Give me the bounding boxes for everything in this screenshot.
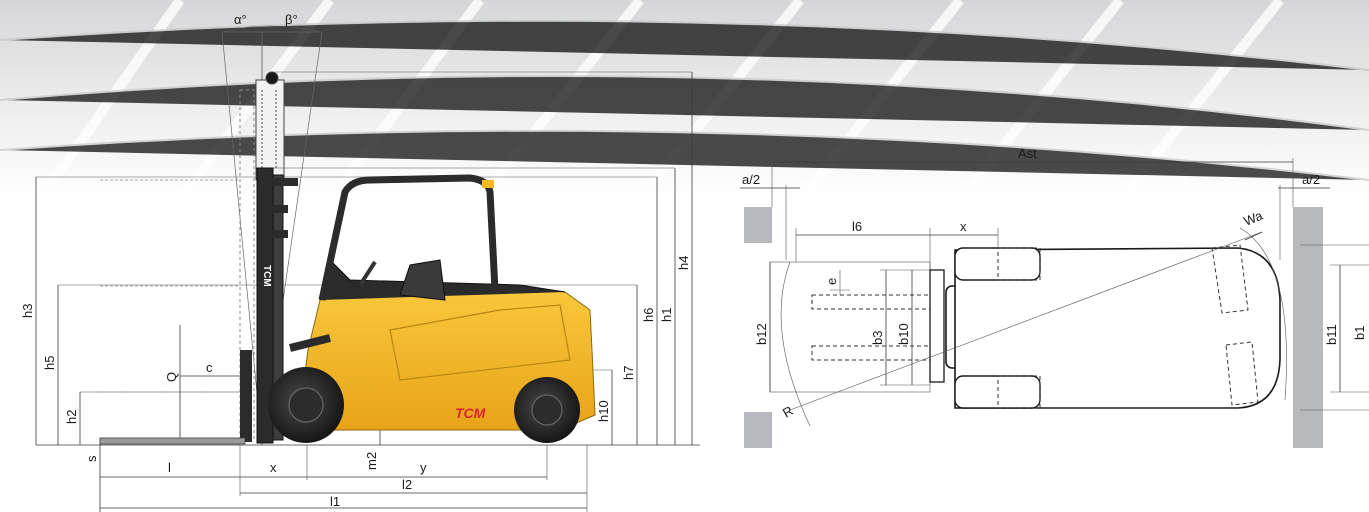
mast-brand-text: TCM [261, 265, 272, 287]
label-b11: b11 [1324, 324, 1339, 345]
label-c: c [206, 360, 213, 375]
side-view: TCM TCM α° β° h3 h5 h2 Q c s l x m2 y l2… [20, 12, 700, 512]
carriage-top-view [929, 269, 945, 383]
label-h10: h10 [596, 400, 611, 422]
right-wall [1293, 207, 1323, 448]
truck-top-outline [954, 247, 1281, 409]
warehouse-roof-background [0, 0, 1369, 204]
label-beta: β° [285, 12, 298, 27]
label-l2: l2 [402, 477, 412, 492]
label-h6: h6 [641, 308, 656, 322]
label-a2-right: a/2 [1302, 172, 1320, 187]
label-l: l [168, 460, 171, 475]
extended-mast [239, 71, 285, 441]
label-l6: l6 [852, 219, 862, 234]
label-h7: h7 [621, 366, 636, 380]
label-Wa: Wa [1242, 207, 1266, 228]
label-h2: h2 [64, 410, 79, 424]
label-a2-left: a/2 [742, 172, 760, 187]
fork-left-top-view [811, 294, 933, 310]
label-h4: h4 [676, 256, 691, 270]
label-b1: b1 [1352, 326, 1367, 340]
label-x-top: x [960, 219, 967, 234]
label-alpha: α° [234, 12, 247, 27]
label-s: s [84, 455, 99, 462]
turning-arc-R [780, 261, 811, 427]
turning-arc-Wa [1239, 227, 1287, 401]
top-view: Ast a/2 a/2 l6 x Wa e b12 b3 b10 b11 b1 … [740, 146, 1369, 448]
label-Q: Q [164, 372, 179, 382]
label-h1: h1 [659, 308, 674, 322]
label-e: e [824, 278, 839, 285]
turning-diagonal [789, 231, 1263, 411]
left-wall-top [744, 207, 772, 243]
label-h5: h5 [42, 356, 57, 370]
left-wall-bottom [744, 412, 772, 448]
label-m2: m2 [364, 452, 379, 470]
forklift-truck: TCM TCM [99, 167, 596, 445]
seat [399, 259, 446, 301]
label-Ast: Ast [1018, 146, 1037, 161]
label-l1: l1 [330, 494, 340, 509]
fork-carriage [240, 350, 252, 442]
label-y: y [420, 460, 427, 475]
label-h3: h3 [20, 304, 35, 318]
fork-right-top-view [811, 345, 933, 361]
label-b12: b12 [754, 323, 769, 345]
body-brand-text: TCM [455, 405, 486, 421]
label-R: R [780, 403, 796, 421]
fork [99, 437, 246, 445]
label-b3: b3 [870, 331, 885, 345]
label-b10: b10 [896, 323, 911, 345]
label-x-side: x [270, 460, 277, 475]
